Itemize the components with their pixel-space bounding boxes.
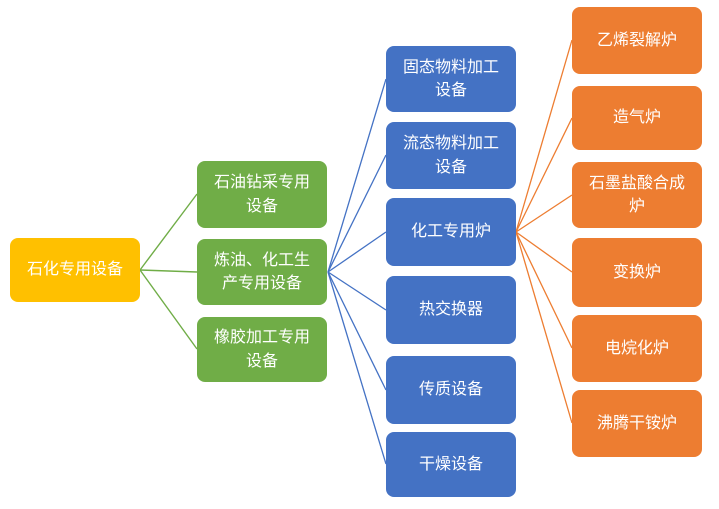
node-shift-furnace: 变换炉	[572, 238, 702, 307]
edge-refining-to-drying	[327, 271, 387, 465]
node-electric-alkylation-furnace: 电烷化炉	[572, 315, 702, 382]
edge-furnace-to-fluidized-ammonium	[515, 231, 573, 424]
node-petrochemical-equipment: 石化专用设备	[10, 238, 140, 302]
node-gas-generator-furnace: 造气炉	[572, 86, 702, 150]
node-chemical-furnace: 化工专用炉	[386, 198, 516, 266]
node-rubber-processing-equipment: 橡胶加工专用设备	[197, 317, 327, 382]
edge-furnace-to-shift-furnace	[515, 231, 573, 273]
node-fluid-material-equipment: 流态物料加工设备	[386, 122, 516, 189]
edge-root-to-rubber-processing	[139, 269, 198, 350]
edge-refining-to-fluid-material	[327, 154, 387, 273]
node-graphite-hcl-synthesis-furnace: 石墨盐酸合成炉	[572, 162, 702, 228]
edge-refining-to-chemical-furnace	[327, 231, 387, 273]
node-oil-drilling-equipment: 石油钻采专用设备	[197, 161, 327, 228]
node-mass-transfer-equipment: 传质设备	[386, 356, 516, 424]
edge-furnace-to-electric-alkylation	[515, 231, 573, 349]
edge-refining-to-solid-material	[327, 78, 387, 273]
edge-root-to-refining-chemical	[139, 269, 198, 273]
node-refining-chemical-equipment: 炼油、化工生产专用设备	[197, 239, 327, 305]
node-heat-exchanger: 热交换器	[386, 276, 516, 344]
node-drying-equipment: 干燥设备	[386, 432, 516, 497]
edge-refining-to-mass-transfer	[327, 271, 387, 391]
node-ethylene-cracking-furnace: 乙烯裂解炉	[572, 7, 702, 74]
node-solid-material-equipment: 固态物料加工设备	[386, 46, 516, 112]
edge-refining-to-heat-exchanger	[327, 271, 387, 311]
edge-root-to-oil-drilling	[139, 193, 198, 271]
node-fluidized-ammonium-furnace: 沸腾干铵炉	[572, 390, 702, 457]
edge-furnace-to-gas-generator	[515, 117, 573, 233]
edge-furnace-to-graphite-hcl	[515, 194, 573, 233]
edge-furnace-to-ethylene-cracking	[515, 39, 573, 233]
